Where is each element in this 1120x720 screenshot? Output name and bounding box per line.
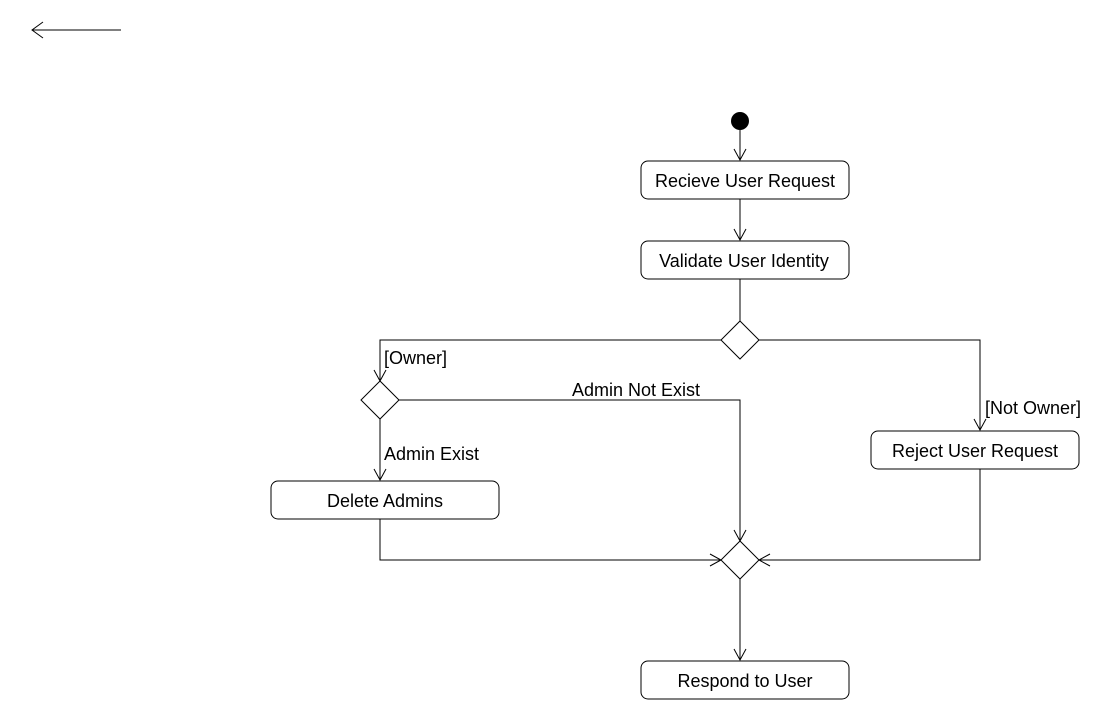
admin-decision-diamond-icon[interactable] [360, 380, 400, 420]
edge-merge-to-respond [733, 579, 747, 662]
guard-not-owner: [Not Owner] [985, 398, 1081, 418]
edge-delete-to-merge [379, 519, 723, 567]
guard-owner: [Owner] [384, 348, 447, 368]
action-reject-label: Reject User Request [892, 441, 1058, 461]
merge-diamond-icon[interactable] [720, 540, 760, 580]
action-validate-user-identity[interactable]: Validate User Identity [640, 240, 850, 280]
action-delete-label: Delete Admins [327, 491, 443, 511]
action-reject-user-request[interactable]: Reject User Request [870, 430, 1080, 470]
edge-receive-to-validate [733, 199, 747, 242]
decision-diamond-icon[interactable] [720, 320, 760, 360]
action-respond-to-user[interactable]: Respond to User [640, 660, 850, 700]
action-receive-user-request[interactable]: Recieve User Request [640, 160, 850, 200]
edge-admin-exist [373, 419, 387, 482]
back-arrow-icon[interactable] [31, 21, 121, 39]
guard-admin-not-exist: Admin Not Exist [572, 380, 700, 400]
action-delete-admins[interactable]: Delete Admins [270, 480, 500, 520]
guard-admin-exist: Admin Exist [384, 444, 479, 464]
action-respond-label: Respond to User [677, 671, 812, 691]
edge-start-to-receive [733, 130, 747, 162]
action-validate-label: Validate User Identity [659, 251, 829, 271]
edge-admin-not-exist [399, 399, 747, 543]
edge-reject-to-merge [757, 469, 981, 567]
edge-decision-to-reject [759, 339, 987, 432]
action-receive-label: Recieve User Request [655, 171, 835, 191]
initial-node-icon [731, 112, 749, 130]
